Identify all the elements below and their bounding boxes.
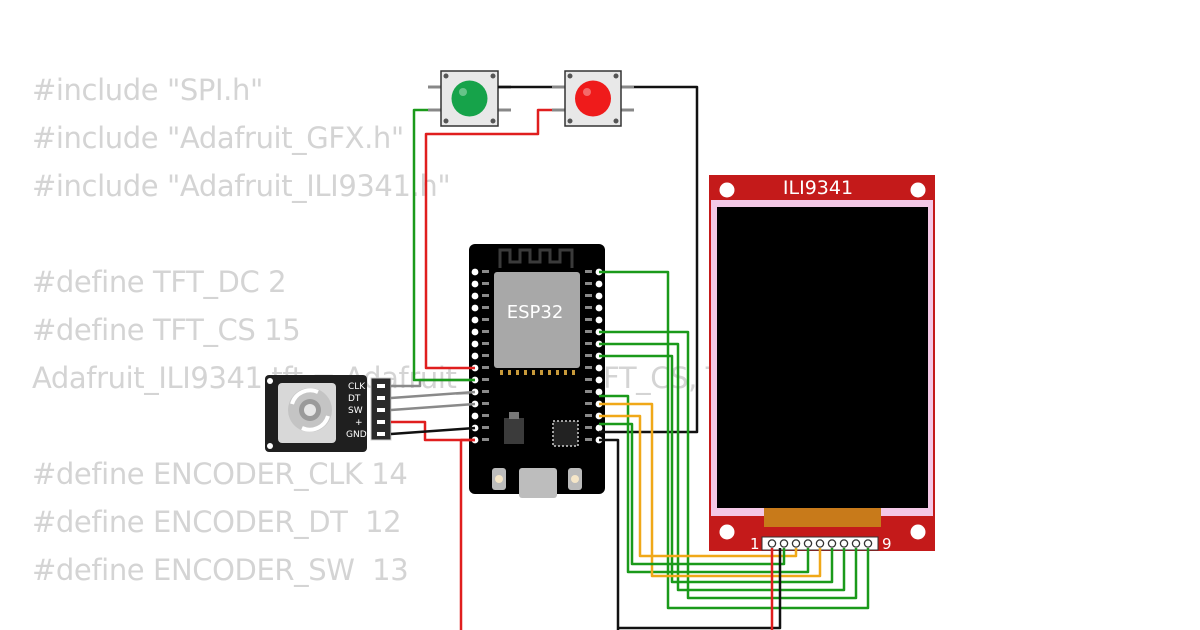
display-pin-first-label: 1 [750,535,760,553]
pin-icon [803,539,813,548]
wires [390,85,870,630]
code-line: #include "Adafruit_GFX.h" [32,121,404,155]
ili9341-display[interactable]: ILI9341 1 9 [709,175,935,553]
boot-button-cap-icon [495,475,503,483]
mount-hole-icon [267,443,273,449]
usb-uart-chip [552,420,579,447]
esp32-label: ESP32 [507,302,564,323]
wire-black [390,426,476,436]
green-button-cap-icon [451,80,488,117]
pin-icon [767,539,777,548]
encoder-pin-label: SW [348,406,363,416]
wire-red [424,108,552,370]
encoder-pin-label: CLK [348,382,366,392]
display-pin-last-label: 9 [882,535,892,553]
wire-green [599,330,858,600]
wire-black [599,438,620,630]
encoder-pin-label: GND [346,430,367,440]
display-screen [717,207,928,508]
encoder-header-pins [377,384,385,436]
encoder-pin-label: DT [348,394,361,404]
reset-button-cap-icon [571,475,579,483]
mount-hole-icon [719,524,735,540]
esp32-module-shield [494,272,580,368]
wire-orange [599,402,822,578]
mount-hole-icon [910,524,926,540]
wire-green [599,422,786,566]
esp32-pin-label-marks [482,270,592,441]
mount-hole-icon [267,378,273,384]
wire-green [599,270,870,610]
encoder-pin-label: + [355,418,363,428]
esp32-module-pins [500,370,575,375]
code-line: #include "SPI.h" [32,73,263,107]
pin-icon [839,539,849,548]
antenna-icon [498,248,574,268]
display-flex-cable [764,508,881,527]
esp32-left-pins [471,268,479,444]
encoder-shaft-center [304,404,316,416]
wire-black [618,548,782,630]
code-line: #include "Adafruit_ILI9341.h" [32,169,451,203]
rotary-encoder[interactable]: CLK DT SW + GND [265,375,392,452]
usb-port-icon [519,468,557,498]
green-button[interactable] [428,70,511,127]
code-line: #define TFT_DC 2 [32,265,287,299]
rotation-arrow-icon [301,415,330,432]
pin-icon [791,539,801,548]
wire-green [599,354,834,584]
rotation-arrow-icon [290,388,319,405]
voltage-regulator [504,418,524,444]
red-button-cap-icon [575,80,611,117]
wire-green [412,108,475,382]
display-label: ILI9341 [783,177,853,199]
esp32-board[interactable]: ESP32 [469,244,605,498]
mount-hole-icon [910,182,926,198]
pin-icon [863,539,873,548]
pin-icon [827,539,837,548]
pin-icon [815,539,825,548]
code-line: #define ENCODER_CLK 14 [32,457,408,491]
mount-hole-icon [719,182,735,198]
pin-icon [851,539,861,548]
wire-gray [390,402,476,412]
code-line: #define ENCODER_DT 12 [32,505,402,539]
wire-green [599,342,846,592]
wire-gray [390,390,476,400]
pin-icon [779,539,789,548]
wire-black [599,85,699,434]
wire-red [459,438,475,630]
wire-green [599,394,810,574]
red-button[interactable] [552,70,634,127]
code-line: #define ENCODER_SW 13 [32,553,409,587]
code-line: #define TFT_CS 15 [32,313,301,347]
regulator-tab [509,412,519,419]
display-pins [767,539,873,548]
wire-orange [599,414,798,558]
